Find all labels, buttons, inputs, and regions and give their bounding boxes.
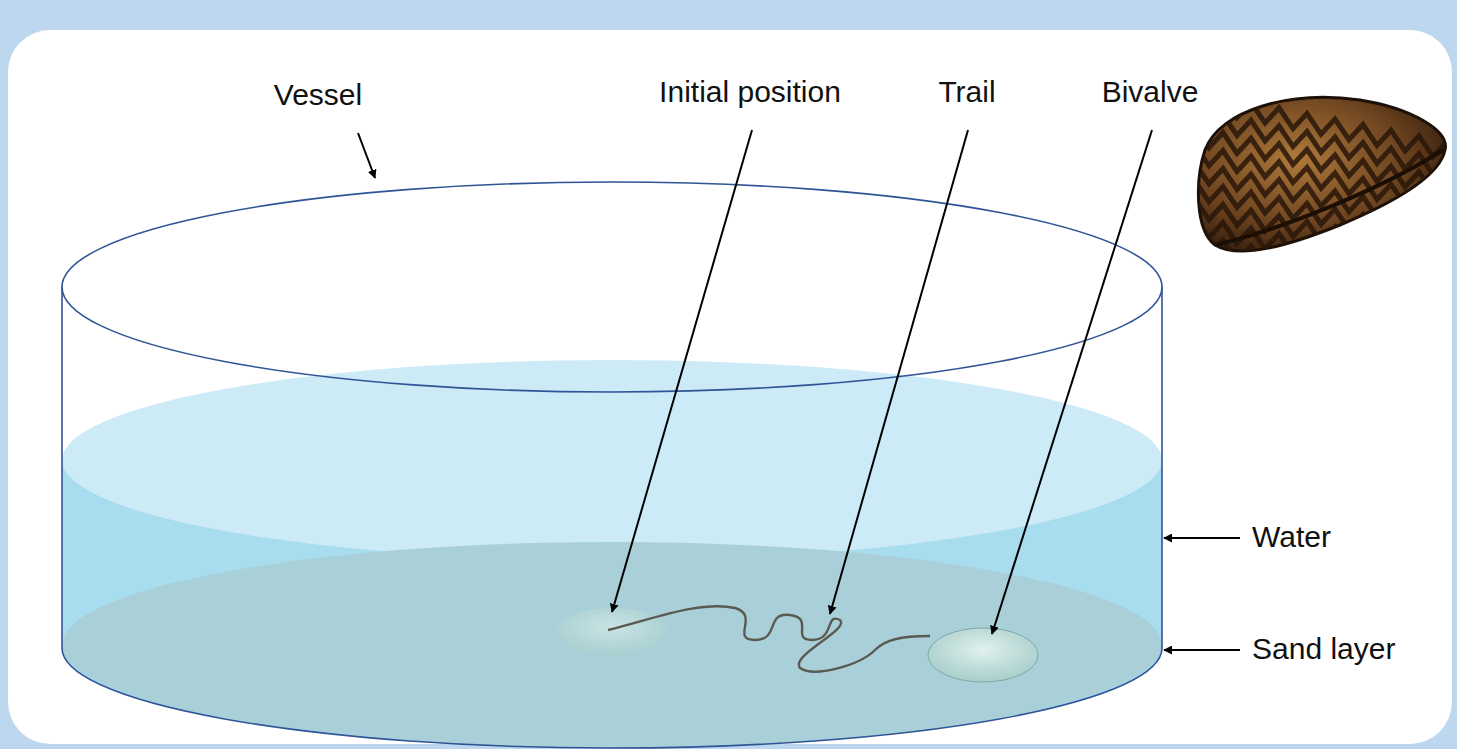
mussel-photo <box>1195 91 1447 301</box>
vessel-side <box>61 287 63 648</box>
bivalve <box>928 628 1038 682</box>
leader-arrow <box>1164 649 1240 651</box>
vessel-rim <box>62 182 1162 392</box>
leader-arrow <box>358 133 375 178</box>
leader-arrow <box>612 130 752 612</box>
leader-arrow <box>830 130 968 614</box>
leader-arrow <box>1164 537 1240 539</box>
trail-line <box>608 606 930 671</box>
leader-arrow <box>992 130 1152 634</box>
shell-stripe <box>1195 217 1447 283</box>
vessel-side <box>1161 287 1163 648</box>
part-label: Water <box>1252 520 1331 555</box>
shell-stripe <box>1195 235 1447 301</box>
part-label: Bivalve <box>1102 75 1199 110</box>
part-label: Initial position <box>659 75 841 110</box>
sand-layer <box>62 542 1162 748</box>
initial-position <box>557 608 667 656</box>
part-label: Sand layer <box>1252 632 1395 667</box>
part-label: Trail <box>938 75 995 110</box>
part-label: Vessel <box>274 78 362 113</box>
water-surface <box>62 360 1162 560</box>
